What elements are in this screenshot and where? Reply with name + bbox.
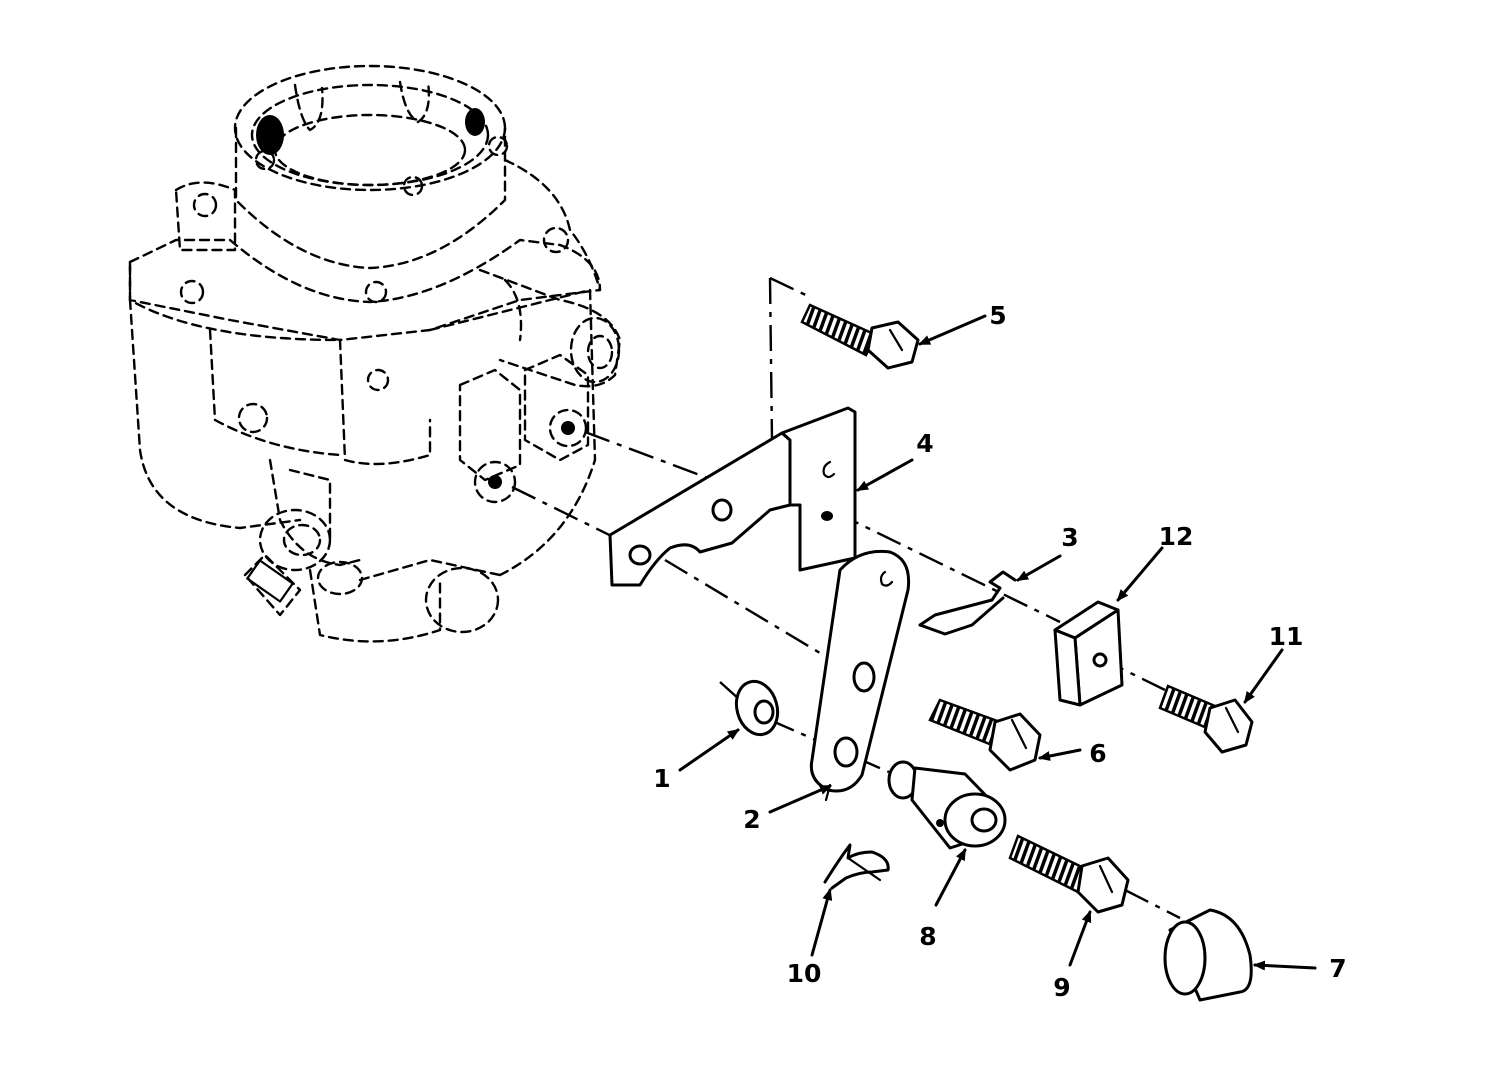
bolt-part-6 — [928, 698, 1042, 772]
callout-7: 7 — [1329, 954, 1346, 983]
spring-wire-part-3 — [918, 570, 1017, 636]
callout-5: 5 — [989, 301, 1006, 330]
callout-6: 6 — [1089, 739, 1106, 768]
callout-11: 11 — [1269, 622, 1304, 651]
clip-part-12 — [1053, 600, 1124, 707]
callout-8: 8 — [919, 922, 936, 951]
callout-9: 9 — [1053, 973, 1070, 1002]
callout-labels: 1 2 3 4 5 6 7 8 9 10 11 12 — [653, 301, 1346, 1002]
bolt-part-11 — [1158, 684, 1254, 754]
bolt-part-5 — [800, 303, 920, 370]
callout-4: 4 — [916, 429, 933, 458]
swivel-part-8 — [887, 760, 1007, 850]
leader-lines — [678, 314, 1317, 971]
carburetor-body — [128, 64, 622, 643]
hairpin-clip-part-10 — [823, 843, 890, 890]
washer-part-1 — [734, 679, 780, 737]
cap-part-7 — [1163, 908, 1253, 1002]
callout-12: 12 — [1159, 522, 1194, 551]
lever-part-2 — [809, 549, 911, 802]
bracket-part-4 — [608, 406, 857, 587]
callout-1: 1 — [653, 764, 670, 793]
bolt-part-9 — [1008, 834, 1130, 914]
callout-2: 2 — [743, 805, 760, 834]
callout-3: 3 — [1061, 523, 1078, 552]
callout-10: 10 — [787, 959, 822, 988]
